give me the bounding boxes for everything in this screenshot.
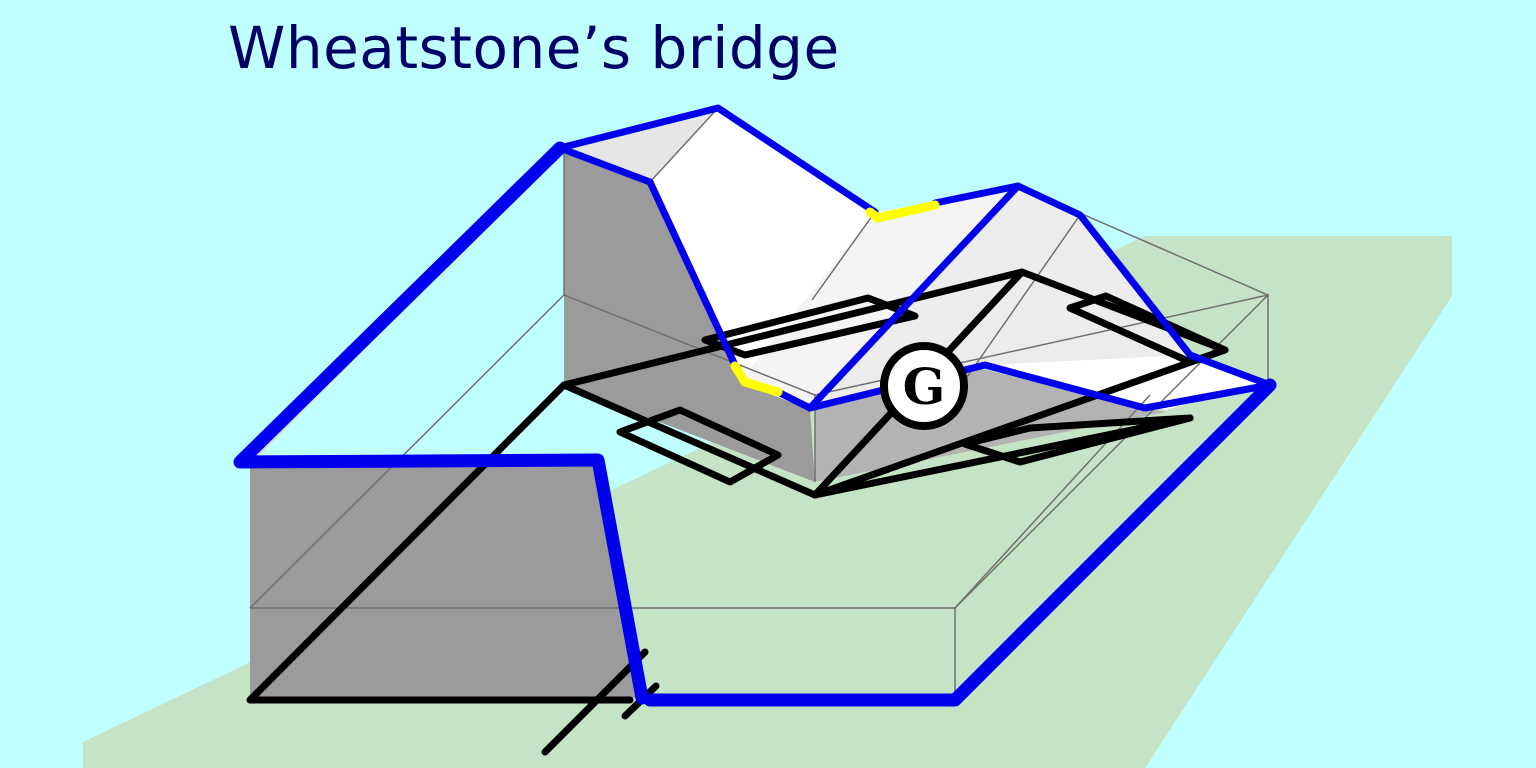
drop-segment-2 — [730, 361, 783, 397]
surface-inner-dark-face — [564, 148, 815, 482]
surface-front-left-face — [250, 462, 642, 698]
galvanometer-circle — [880, 342, 968, 430]
resistor-r4 — [961, 414, 1194, 466]
resistor-drops — [730, 200, 940, 397]
slide-title: Wheatstone’s bridge — [228, 14, 840, 82]
resistor-r3 — [1066, 292, 1229, 366]
resistor-r1 — [616, 406, 782, 486]
drop-segment-1 — [865, 200, 940, 223]
surface-top-face-2 — [564, 108, 1018, 408]
galvanometer: G — [880, 342, 968, 430]
surface-top-shading — [564, 108, 718, 182]
surface-top-white — [740, 186, 1018, 408]
galvanometer-label: G — [903, 357, 946, 416]
